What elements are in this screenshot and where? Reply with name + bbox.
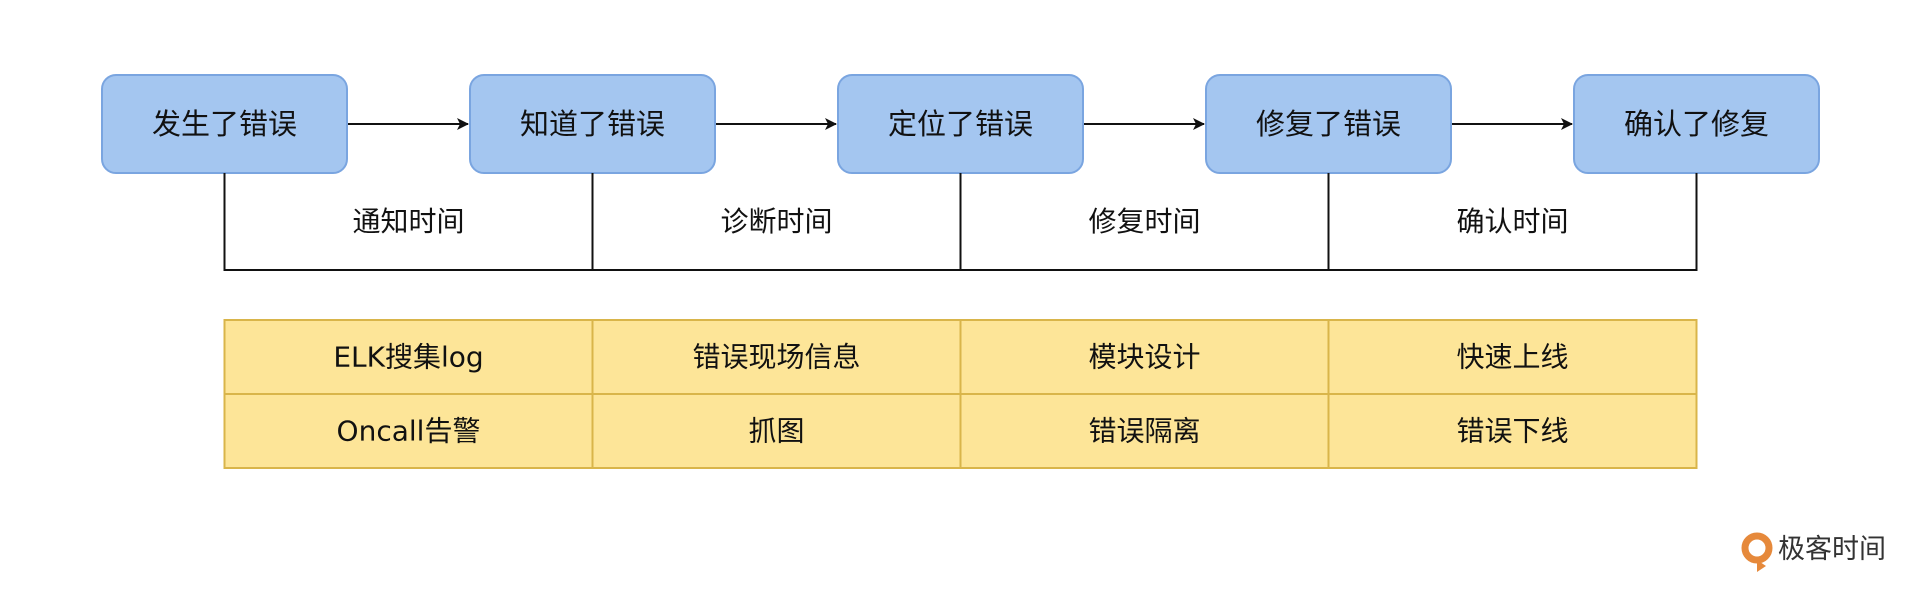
phase-label: 确认时间 — [1456, 205, 1568, 238]
item-cell — [223, 393, 594, 469]
stage-node: 修复了错误 — [1205, 74, 1452, 174]
item-cell — [1327, 393, 1698, 469]
stage-node: 定位了错误 — [837, 74, 1084, 174]
phase-label: 诊断时间 — [720, 205, 832, 238]
item-cell — [223, 319, 594, 395]
phase-label: 通知时间 — [352, 205, 464, 238]
logo-text: 极客时间 — [1778, 534, 1886, 565]
item-label: 抓图 — [748, 415, 804, 448]
stage-node: 知道了错误 — [469, 74, 716, 174]
item-cell — [591, 393, 962, 469]
item-label: Oncall告警 — [337, 415, 481, 448]
item-cell — [959, 393, 1330, 469]
stage-node: 确认了修复 — [1573, 74, 1820, 174]
logo: 极客时间 — [1741, 532, 1886, 572]
stage-label: 定位了错误 — [888, 107, 1033, 141]
item-label: 错误隔离 — [1088, 415, 1200, 448]
stage-label: 确认了修复 — [1624, 107, 1769, 141]
geektime-logo-icon — [1741, 532, 1773, 572]
item-label: 错误下线 — [1456, 415, 1568, 448]
stage-label: 修复了错误 — [1256, 107, 1401, 141]
phase-bracket — [1327, 173, 1698, 271]
stage-label: 发生了错误 — [152, 107, 297, 141]
item-label: ELK搜集log — [333, 341, 483, 374]
stages-layer: 发生了错误 知道了错误 定位了错误 修复了错误 确认了修复 — [101, 74, 1820, 174]
phases-layer: 通知时间ELK搜集logOncall告警诊断时间错误现场信息抓图修复时间模块设计… — [223, 173, 1698, 469]
item-label: 快速上线 — [1456, 341, 1568, 374]
stage-label: 知道了错误 — [520, 107, 665, 141]
stage-node: 发生了错误 — [101, 74, 348, 174]
item-label: 错误现场信息 — [692, 341, 860, 374]
item-cell — [591, 319, 962, 395]
phase-label: 修复时间 — [1088, 205, 1200, 238]
item-cell — [959, 319, 1330, 395]
item-label: 模块设计 — [1088, 341, 1200, 374]
